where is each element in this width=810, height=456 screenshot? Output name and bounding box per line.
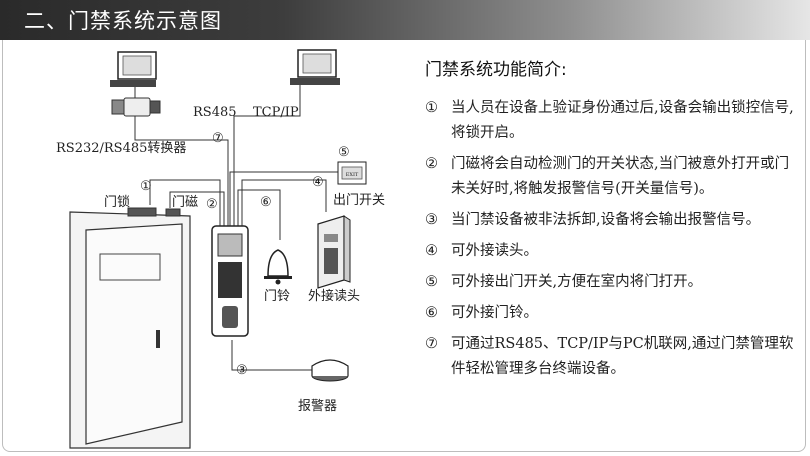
marker-4: ④ xyxy=(312,175,324,190)
marker-5: ⑤ xyxy=(338,145,350,160)
function-item: ① 当人员在设备上验证身份通过后,设备会输出锁控信号,将锁开启。 xyxy=(425,96,795,146)
label-lock: 门锁 xyxy=(104,194,130,210)
content-frame xyxy=(2,40,806,452)
marker-2: ② xyxy=(206,197,218,212)
marker-6: ⑥ xyxy=(260,195,272,210)
wiring xyxy=(134,85,347,371)
label-alarm: 报警器 xyxy=(298,398,337,414)
function-item: ⑦ 可通过RS485、TCP/IP与PC机联网,通过门禁管理软件轻松管理多台终端设… xyxy=(425,332,795,382)
function-item: ② 门磁将会自动检测门的开关状态,当门被意外打开或门未关好时,将触发报警信号(开关… xyxy=(425,152,795,202)
label-rs485: RS485 xyxy=(193,105,237,120)
label-bell: 门铃 xyxy=(264,289,290,304)
item-text: 可通过RS485、TCP/IP与PC机联网,通过门禁管理软件轻松管理多台终端设备… xyxy=(451,336,794,377)
function-item: ④ 可外接读头。 xyxy=(425,239,795,264)
label-converter: RS232/RS485转换器 xyxy=(56,141,186,156)
external-reader xyxy=(317,215,351,289)
panel-title: 门禁系统功能简介: xyxy=(425,60,567,80)
function-panel: 门禁系统功能简介: ① 当人员在设备上验证身份通过后,设备会输出锁控信号,将锁开启… xyxy=(425,55,795,388)
rs232-rs485-converter xyxy=(111,97,161,117)
label-reader: 外接读头 xyxy=(308,288,360,304)
pc-right xyxy=(290,49,340,85)
alarm xyxy=(311,359,349,382)
exit-switch: EXIT xyxy=(337,161,367,185)
item-number: ④ xyxy=(425,243,438,259)
item-text: 可外接读头。 xyxy=(451,243,538,259)
label-tcpip: TCP/IP xyxy=(253,105,299,120)
exit-button-label: EXIT xyxy=(346,172,359,178)
item-number: ⑥ xyxy=(425,305,438,321)
function-item: ⑤ 可外接出门开关,方便在室内将门打开。 xyxy=(425,270,795,295)
item-text: 当门禁设备被非法拆卸,设备将会输出报警信号。 xyxy=(451,212,761,228)
item-text: 门磁将会自动检测门的开关状态,当门被意外打开或门未关好时,将触发报警信号(开关量… xyxy=(451,156,790,197)
marker-1: ① xyxy=(140,179,152,194)
item-number: ③ xyxy=(425,212,438,228)
marker-3: ③ xyxy=(236,363,248,378)
item-number: ① xyxy=(425,100,438,116)
section-header: 二、门禁系统示意图 xyxy=(0,0,810,40)
function-item: ⑥ 可外接门铃。 xyxy=(425,301,795,326)
function-item: ③ 当门禁设备被非法拆卸,设备将会输出报警信号。 xyxy=(425,208,795,233)
access-terminal xyxy=(211,225,249,337)
door xyxy=(69,207,191,449)
item-number: ⑤ xyxy=(425,274,438,290)
item-number: ② xyxy=(425,156,438,172)
label-exit-switch: 出门开关 xyxy=(333,193,385,208)
item-text: 可外接出门开关,方便在室内将门打开。 xyxy=(451,274,703,290)
item-number: ⑦ xyxy=(425,336,438,352)
item-text: 可外接门铃。 xyxy=(451,305,538,321)
section-title: 二、门禁系统示意图 xyxy=(24,9,222,33)
door-bell xyxy=(264,249,292,285)
marker-7: ⑦ xyxy=(212,131,224,146)
label-door-sensor: 门磁 xyxy=(172,195,198,210)
pc-left xyxy=(110,51,157,87)
access-control-diagram: EXIT RS485 TCP/IP RS232/RS485转换器 门锁 门磁 出… xyxy=(56,49,385,449)
item-text: 当人员在设备上验证身份通过后,设备会输出锁控信号,将锁开启。 xyxy=(451,100,794,141)
